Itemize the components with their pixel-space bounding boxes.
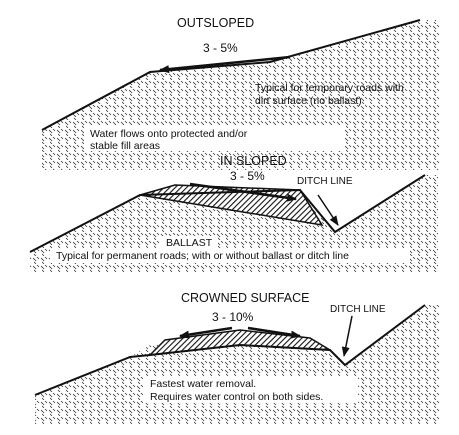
outsloped-section: OUTSLOPED 3 - 5% Typical for temporary r…	[41, 16, 440, 170]
insloped-title: IN SLOPED	[220, 154, 287, 168]
insloped-surface-line	[29, 174, 426, 253]
crowned-surface-line	[34, 304, 426, 396]
outsloped-surface-line	[41, 19, 421, 131]
insloped-note: Typical for permanent roads; with or wit…	[56, 250, 349, 262]
insloped-ditch-label: DITCH LINE	[297, 176, 353, 187]
crowned-note-line2: Requires water control on both sides.	[150, 391, 323, 403]
crowned-note-line1: Fastest water removal.	[150, 378, 256, 390]
insloped-ditch-pointer	[317, 194, 339, 226]
outsloped-note-line1: Typical for temporary roads with	[255, 82, 404, 94]
insloped-section: IN SLOPED 3 - 5% DITCH LINE BALLAST Typi…	[29, 154, 438, 272]
crowned-grade: 3 - 10%	[212, 310, 254, 324]
outsloped-grade: 3 - 5%	[203, 41, 238, 55]
insloped-slope-arrow	[189, 182, 297, 202]
crowned-section: CROWNED SURFACE 3 - 10% DITCH LINE Faste…	[34, 291, 440, 425]
insloped-grade: 3 - 5%	[230, 169, 265, 183]
outsloped-title: OUTSLOPED	[177, 16, 254, 30]
outsloped-slope-arrow	[159, 55, 291, 74]
crowned-right-arrow	[247, 326, 301, 339]
crowned-ditch-label: DITCH LINE	[330, 304, 386, 315]
outsloped-water-line2: stable fill areas	[90, 140, 160, 152]
crowned-ditch-pointer	[341, 315, 353, 357]
insloped-ballast-label: BALLAST	[166, 237, 213, 249]
outsloped-water-line1: Water flows onto protected and/or	[90, 128, 248, 140]
crowned-title: CROWNED SURFACE	[181, 291, 309, 305]
crowned-left-arrow	[179, 326, 233, 339]
outsloped-note-line2: dirt surface (no ballast)	[255, 95, 362, 107]
